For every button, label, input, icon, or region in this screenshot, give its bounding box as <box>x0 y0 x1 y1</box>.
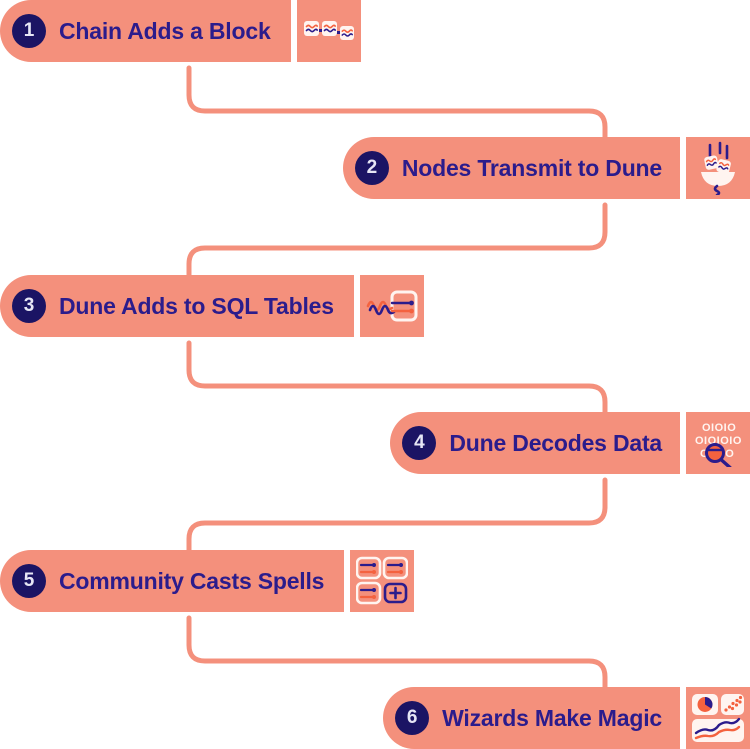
step-icon-box-5 <box>350 550 415 612</box>
step-icon-box-4: OIOIO OIOIOIO OIOIO <box>686 412 750 474</box>
step-label-6: Wizards Make Magic <box>442 704 662 731</box>
step-number-badge-6: 6 <box>395 701 430 735</box>
step-label-5: Community Casts Spells <box>59 567 325 594</box>
sql-table-icon <box>366 286 418 326</box>
step-label-2: Nodes Transmit to Dune <box>401 154 662 181</box>
step-icon-box-2 <box>686 137 750 199</box>
step-row-2: 2 Nodes Transmit to Dune <box>342 137 750 199</box>
step-pill-3[interactable]: 3 Dune Adds to SQL Tables <box>0 275 354 337</box>
step-number-badge-1: 1 <box>12 14 46 48</box>
step-number-badge-3: 3 <box>12 289 46 323</box>
step-number-badge-5: 5 <box>12 564 46 598</box>
blockchain-blocks-icon <box>303 16 355 46</box>
connector-2-to-3 <box>186 202 608 280</box>
step-row-4: 4 Dune Decodes Data OIOIO OIOIOIO OIOIO <box>390 412 750 474</box>
step-number-badge-4: 4 <box>402 426 437 460</box>
step-pill-4[interactable]: 4 Dune Decodes Data <box>390 412 680 474</box>
step-label-4: Dune Decodes Data <box>449 429 662 456</box>
connector-5-to-6 <box>186 615 608 693</box>
query-cards-grid-icon <box>356 556 409 606</box>
step-icon-box-1 <box>296 0 361 62</box>
connector-1-to-2 <box>186 65 608 143</box>
svg-text:OIOIO: OIOIO <box>702 422 736 434</box>
step-icon-box-6 <box>686 687 750 749</box>
step-label-3: Dune Adds to SQL Tables <box>59 292 334 319</box>
binary-magnifier-icon: OIOIO OIOIOIO OIOIO <box>690 419 746 467</box>
step-pill-6[interactable]: 6 Wizards Make Magic <box>383 687 680 749</box>
step-row-1: 1 Chain Adds a Block <box>0 0 361 62</box>
connector-4-to-5 <box>186 477 608 555</box>
step-row-5: 5 Community Casts Spells <box>0 550 415 612</box>
step-pill-2[interactable]: 2 Nodes Transmit to Dune <box>342 137 680 199</box>
step-label-1: Chain Adds a Block <box>59 17 271 44</box>
connector-3-to-4 <box>186 340 608 418</box>
step-number-badge-2: 2 <box>354 151 389 185</box>
satellite-dish-icon <box>696 141 740 195</box>
step-pill-1[interactable]: 1 Chain Adds a Block <box>0 0 291 62</box>
dashboard-charts-icon <box>691 693 745 743</box>
step-pill-5[interactable]: 5 Community Casts Spells <box>0 550 345 612</box>
step-icon-box-3 <box>359 275 424 337</box>
step-row-6: 6 Wizards Make Magic <box>383 687 750 749</box>
step-row-3: 3 Dune Adds to SQL Tables <box>0 275 424 337</box>
svg-text:OIOIOIO: OIOIOIO <box>695 435 742 447</box>
